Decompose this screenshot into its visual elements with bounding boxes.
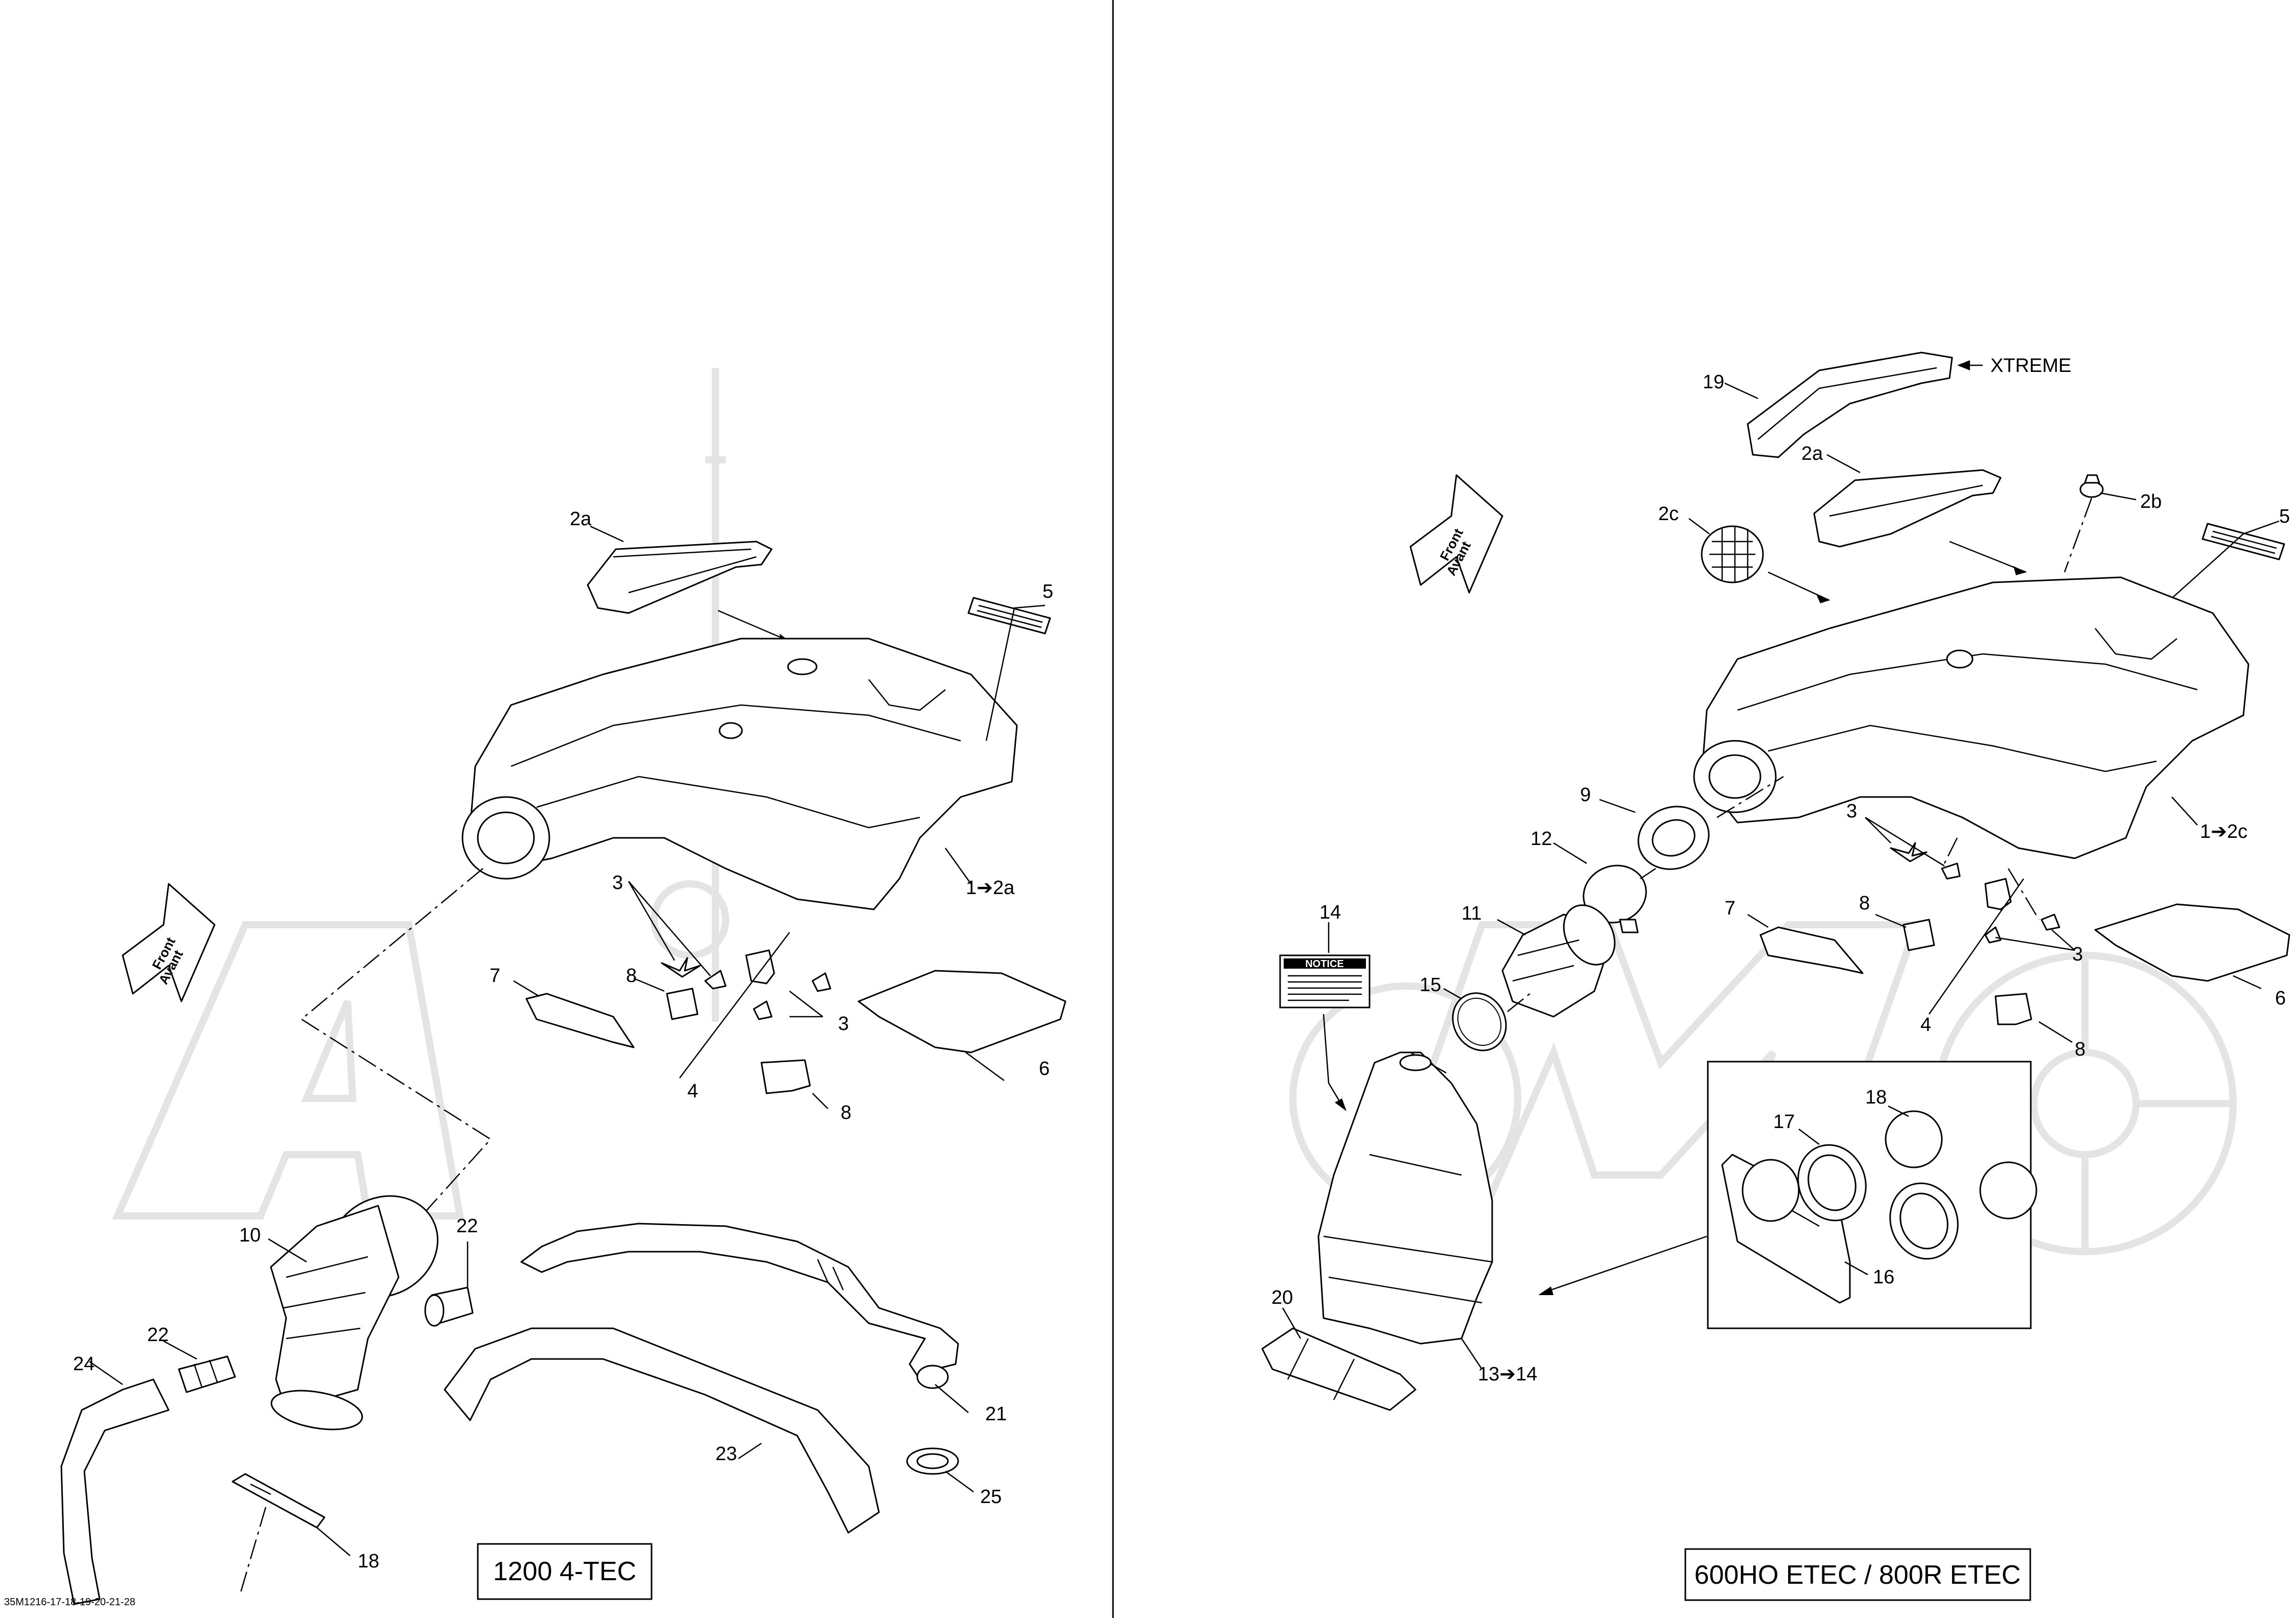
callout-19: 19 [1703, 371, 1724, 393]
part-2c-screen [1701, 525, 1764, 583]
part-18-clamp [231, 1473, 326, 1529]
callout-5: 5 [1042, 581, 1053, 602]
callout-21: 21 [985, 1403, 1007, 1425]
callout-16: 16 [1873, 1267, 1894, 1288]
part-3-clip [661, 957, 701, 978]
variant-label: XTREME [1990, 355, 2071, 377]
part-8-bracket-right-b [1903, 919, 1935, 951]
part-2a-cover-right [1813, 469, 2002, 548]
callout-6-right: 6 [2275, 988, 2286, 1009]
callout-14: 14 [1319, 902, 1341, 923]
part-3-clip-right-c [2040, 913, 2060, 931]
part-9-seal [1637, 806, 1710, 870]
callout-4: 4 [687, 1081, 698, 1102]
callout-15: 15 [1420, 974, 1441, 996]
model-label-left: 1200 4-TEC [493, 1557, 636, 1586]
watermark-logo [112, 368, 2237, 1255]
callout-2b: 2b [2140, 491, 2162, 512]
part-5-label-right [2201, 523, 2285, 560]
part-3-clip-b [704, 970, 727, 990]
part-25-clamp [906, 1447, 959, 1475]
model-box-left [477, 1543, 653, 1600]
model-box-right [1684, 1548, 2031, 1601]
part-8-bracket-b [666, 988, 699, 1020]
callout-17: 17 [1773, 1111, 1795, 1133]
part-1-airbox-right [1693, 576, 2249, 859]
part-3-clip-right-b [1941, 862, 1961, 880]
part-16-plate [1721, 1154, 1851, 1304]
part-7-shield [525, 993, 635, 1048]
callout-10: 10 [239, 1225, 261, 1246]
part-8-bracket [745, 949, 775, 984]
callout-7: 7 [490, 965, 500, 987]
callout-3-right-b: 3 [2072, 944, 2083, 965]
callout-1-2a: 1➔2a [966, 877, 1015, 899]
callout-23: 23 [715, 1443, 737, 1465]
part-15-oring [1452, 992, 1507, 1051]
callout-24: 24 [73, 1353, 95, 1375]
model-label-right: 600HO ETEC / 800R ETEC [1695, 1560, 2021, 1590]
part-13-housing [1317, 1051, 1493, 1345]
callout-22: 22 [456, 1215, 478, 1237]
callout-6: 6 [1039, 1058, 1050, 1080]
part-6-heatshield [857, 970, 1066, 1053]
part-11-adaptor [1501, 904, 1616, 1018]
front-arrow-right: Front Avant [1409, 474, 1503, 594]
callout-11: 11 [1462, 903, 1481, 924]
callout-1-2c: 1➔2c [2200, 821, 2247, 842]
sheet-code: 35M1216-17-18-19-20-21-28 [4, 1597, 135, 1608]
part-17-adaptor [1797, 1144, 1959, 1260]
part-8-bracket-right-c [1994, 993, 2032, 1025]
part-3-clip-d [753, 1000, 773, 1020]
part-3-clip-c [811, 972, 831, 992]
part-6-heatshield-right [2094, 903, 2290, 982]
part-7-shield-right [1759, 926, 1864, 974]
callout-8-right: 8 [1859, 893, 1870, 914]
part-24-hose [60, 1378, 170, 1605]
callout-9: 9 [1580, 784, 1591, 806]
callout-20: 20 [1271, 1287, 1293, 1308]
part-2b-grommet [2079, 474, 2104, 498]
callout-25: 25 [980, 1486, 1002, 1508]
part-20-pad [1261, 1327, 1417, 1411]
part-8-bracket-c [760, 1059, 811, 1094]
part-14-notice-decal: NOTICE [1279, 954, 1371, 1009]
callout-2a: 2a [570, 508, 592, 530]
part-1-airbox [461, 638, 1018, 910]
front-arrow-left: Front Avant [122, 883, 216, 1002]
callout-12: 12 [1530, 828, 1552, 850]
notice-title: NOTICE [1305, 958, 1344, 970]
part-2a-cover [587, 541, 773, 614]
callout-13-14: 13➔14 [1478, 1364, 1537, 1385]
part-3-clip-right [1890, 842, 1928, 862]
callout-22-b: 22 [147, 1324, 169, 1346]
part-22-fitting-b [178, 1355, 236, 1393]
part-19-duct [1747, 351, 1953, 458]
callout-5-right: 5 [2279, 506, 2290, 527]
callout-2c: 2c [1658, 503, 1679, 525]
callout-3-b: 3 [838, 1013, 849, 1035]
part-21-hose [520, 1223, 959, 1389]
callout-18-right: 18 [1865, 1087, 1887, 1108]
part-5-label [967, 597, 1051, 635]
callout-2a-right: 2a [1801, 443, 1823, 464]
part-10-intake-adaptor [270, 1195, 438, 1431]
callout-18: 18 [358, 1551, 379, 1572]
callout-3: 3 [612, 872, 623, 894]
part-18-clamp-right [1885, 1110, 2037, 1220]
callout-7-right: 7 [1725, 898, 1735, 919]
callout-4-right: 4 [1920, 1014, 1931, 1036]
callout-8-b: 8 [841, 1102, 851, 1123]
left-panel: Front Avant 2a 5 3 1➔2a 7 8 3 6 4 8 10 2… [4, 508, 1066, 1608]
callout-3-right: 3 [1846, 801, 1857, 822]
right-panel: NOTICE [1261, 351, 2290, 1601]
part-22-fitting [424, 1286, 474, 1327]
part-23-hose [444, 1327, 880, 1534]
part-3-clip-right-d [1984, 926, 2002, 944]
callout-8: 8 [626, 965, 637, 987]
part-8-bracket-right [1984, 878, 2012, 910]
callout-8-right-b: 8 [2075, 1039, 2085, 1060]
